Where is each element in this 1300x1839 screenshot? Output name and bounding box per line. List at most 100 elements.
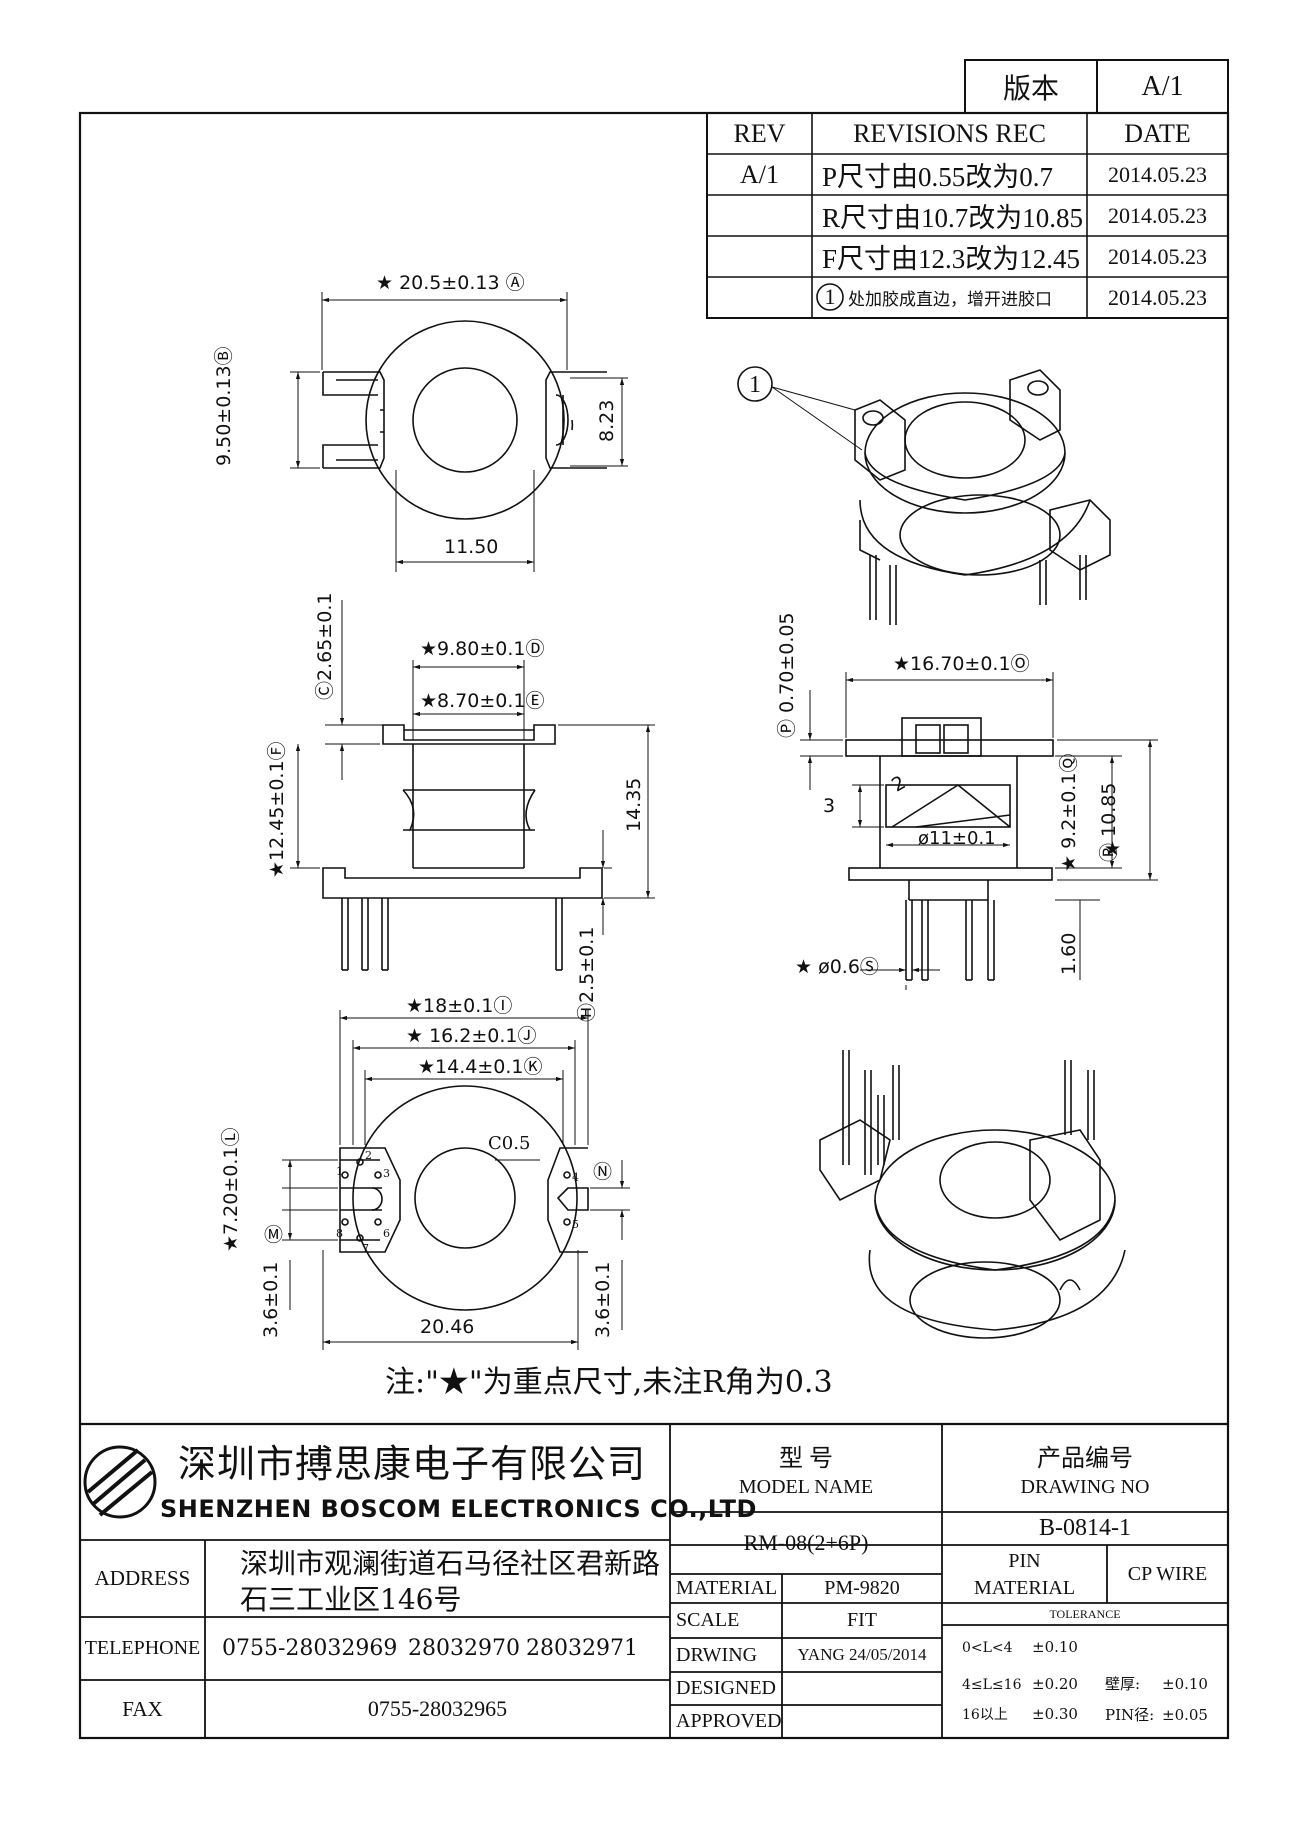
iso-view-top	[737, 366, 1111, 625]
version-label: 版本	[1002, 73, 1059, 105]
company-logo	[83, 1445, 157, 1519]
rev-row-3-date: 2014.05.23	[1108, 243, 1207, 269]
dim-N: Ⓝ	[593, 1161, 613, 1183]
designed-label: DESIGNED	[676, 1677, 776, 1699]
material-label: MATERIAL	[676, 1577, 778, 1599]
rev-header: REV	[733, 118, 786, 148]
dim-14-35: 14.35	[623, 777, 645, 832]
scale-label: SCALE	[676, 1609, 740, 1631]
dim-3: 3	[823, 795, 836, 817]
top-view	[290, 292, 628, 572]
pin-material-label-2: MATERIAL	[973, 1576, 1076, 1599]
company-name-cn: 深圳市搏思康电子有限公司	[178, 1442, 647, 1486]
tolerance-1-value: ±0.10	[1032, 1638, 1078, 1656]
dim-B: 9.50±0.13Ⓑ	[213, 346, 235, 466]
pin-6: 6	[383, 1227, 390, 1240]
pin-2: 2	[365, 1149, 372, 1162]
dim-8-23: 8.23	[596, 399, 618, 442]
tolerance-3-range: 16以上	[962, 1707, 1008, 1723]
telephone-3: 28032971	[526, 1636, 638, 1661]
model-label-cn: 型 号	[779, 1445, 833, 1472]
dim-K: ★14.4±0.1Ⓚ	[418, 1056, 543, 1078]
pin-5: 5	[572, 1218, 579, 1231]
telephone-label: TELEPHONE	[84, 1637, 201, 1659]
dim-D: ★9.80±0.1Ⓓ	[420, 638, 545, 660]
iso-view-bottom	[819, 1050, 1126, 1339]
dim-H: Ⓗ2.5±0.1	[576, 926, 598, 1022]
drawing-no-label-en: DRAWING NO	[1020, 1475, 1150, 1498]
fax-value: 0755-28032965	[367, 1696, 508, 1721]
pin-4: 4	[572, 1171, 579, 1184]
dim-J: ★ 16.2±0.1Ⓙ	[406, 1025, 537, 1047]
pin-7: 7	[362, 1242, 369, 1255]
dim-20-46: 20.46	[420, 1316, 475, 1338]
address-label: ADDRESS	[94, 1566, 191, 1590]
date-header: DATE	[1124, 118, 1191, 148]
model-value: RM-08(2+6P)	[743, 1530, 869, 1555]
address-line-2: 石三工业区146号	[240, 1583, 462, 1616]
dim-S: ★ ø0.6Ⓢ	[795, 956, 879, 978]
dim-F: ★12.45±0.1Ⓕ	[266, 741, 288, 878]
callout-marker: 1	[749, 371, 761, 398]
side-view	[800, 672, 1158, 990]
tolerance-1-range: 0<L<4	[962, 1640, 1013, 1656]
pin-material-label-1: PIN	[1008, 1549, 1041, 1572]
dim-C05: C0.5	[488, 1133, 531, 1154]
fax-label: FAX	[122, 1696, 163, 1721]
model-label-en: MODEL NAME	[738, 1475, 874, 1498]
rev-row-4-rec: 处加胶成直边，增开进胶口	[848, 290, 1052, 309]
rev-row-2-date: 2014.05.23	[1108, 202, 1207, 228]
address-line-1: 深圳市观澜街道石马径社区君新路	[240, 1547, 661, 1580]
tolerance-2-range: 4≤L≤16	[962, 1677, 1022, 1693]
drwing-value: YANG 24/05/2014	[797, 1645, 927, 1664]
tolerance-3-value: ±0.30	[1032, 1705, 1078, 1723]
note-text: 注:"★"为重点尺寸,未注R角为0.3	[385, 1365, 833, 1400]
dim-I: ★18±0.1Ⓘ	[406, 995, 513, 1017]
front-view	[290, 600, 655, 971]
drawing-border	[78, 111, 1230, 1740]
company-name-en: SHENZHEN BOSCOM ELECTRONICS CO.,LTD	[160, 1495, 757, 1523]
dim-C: Ⓒ2.65±0.1	[314, 592, 336, 700]
telephone-1: 0755-28032969	[222, 1636, 398, 1661]
drwing-label: DRWING	[676, 1643, 758, 1666]
dim-L: ★7.20±0.1Ⓛ	[220, 1127, 242, 1252]
dim-3-6-right: 3.6±0.1	[592, 1261, 614, 1338]
rev-row-1-rec: P尺寸由0.55改为0.7	[822, 162, 1054, 192]
dim-E: ★8.70±0.1Ⓔ	[420, 690, 545, 712]
rev-row-1-date: 2014.05.23	[1108, 161, 1207, 187]
material-value: PM-9820	[824, 1577, 900, 1599]
dim-M: Ⓜ	[264, 1224, 284, 1246]
scale-value: FIT	[847, 1609, 877, 1631]
dim-d11: ø11±0.1	[918, 828, 996, 849]
drawing-no-value: B-0814-1	[1039, 1515, 1131, 1541]
pin-diameter-value: ±0.05	[1162, 1706, 1208, 1724]
tolerance-label: TOLERANCE	[1049, 1606, 1121, 1621]
version-value: A/1	[1141, 70, 1184, 102]
tolerance-2-value: ±0.20	[1032, 1675, 1078, 1693]
rev-row-4-date: 2014.05.23	[1108, 284, 1207, 310]
title-block-grid	[80, 1422, 1228, 1738]
approved-label: APPROVED	[676, 1710, 782, 1732]
pin-3: 3	[383, 1167, 390, 1180]
rev-row-4-marker: 1	[824, 284, 836, 309]
wall-thickness-value: ±0.10	[1162, 1675, 1208, 1693]
dim-O: ★16.70±0.1Ⓞ	[893, 653, 1030, 675]
revision-table	[706, 112, 1229, 319]
pin-1: 1	[336, 1165, 343, 1178]
wall-thickness-label: 壁厚:	[1105, 1675, 1141, 1693]
dim-3-6-left: 3.6±0.1	[260, 1261, 282, 1338]
pin-8: 8	[336, 1227, 343, 1240]
dim-star: ★	[1104, 838, 1122, 860]
dim-11-50: 11.50	[444, 536, 499, 558]
rev-row-1-rev: A/1	[740, 159, 779, 189]
pin-diameter-label: PIN径:	[1105, 1706, 1155, 1724]
telephone-2: 28032970	[408, 1636, 520, 1661]
rev-row-2-rec: R尺寸由10.7改为10.85	[822, 203, 1084, 233]
bottom-view	[282, 1010, 630, 1350]
dim-Q: ★ 9.2±0.1Ⓠ	[1058, 753, 1080, 872]
drawing-no-label-cn: 产品编号	[1037, 1445, 1133, 1472]
rev-row-3-rec: F尺寸由12.3改为12.45	[822, 244, 1081, 274]
dim-1-60: 1.60	[1058, 932, 1080, 975]
pin-material-value: CP WIRE	[1127, 1562, 1208, 1585]
